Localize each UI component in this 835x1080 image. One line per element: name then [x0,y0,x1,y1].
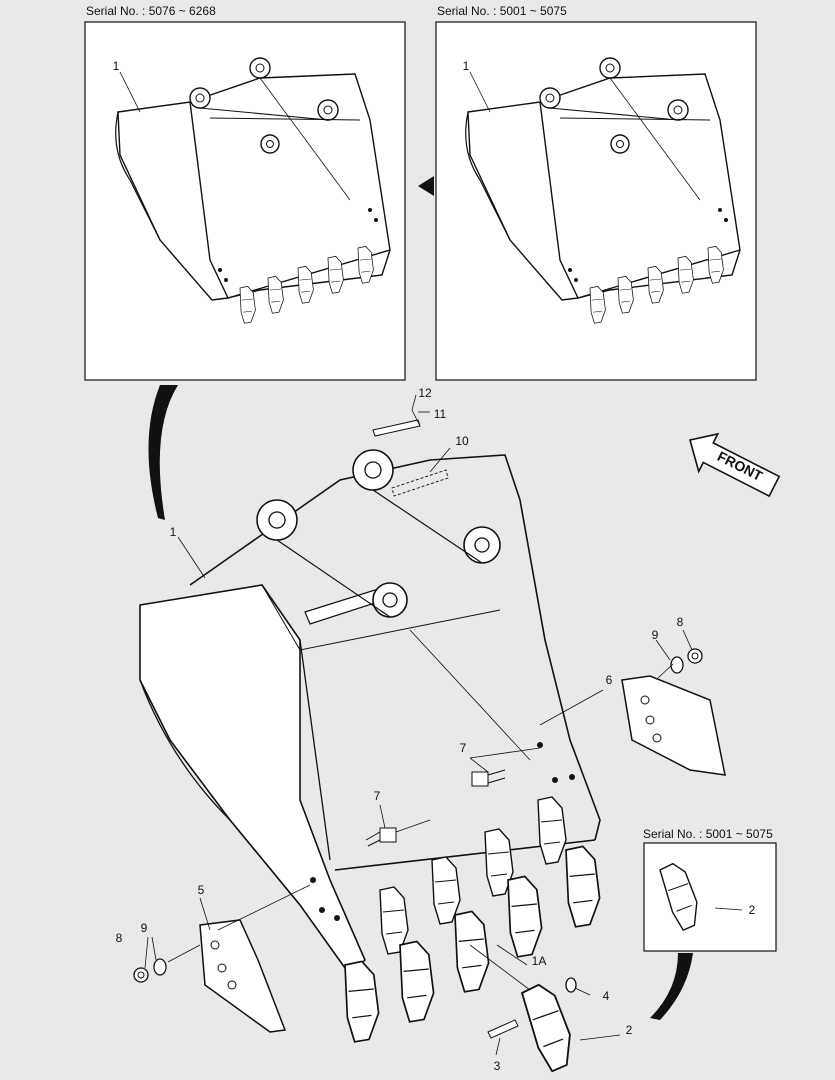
callout-tr-1: 1 [462,59,470,73]
callout-5: 5 [197,883,205,897]
front-arrow [689,432,781,498]
curve-arrow-inset [650,953,693,1020]
callout-tl-1: 1 [112,59,120,73]
washer-9-left [153,958,167,976]
serial-top-right: Serial No. : 5001 ~ 5075 [437,4,567,18]
callout-3: 3 [493,1059,501,1073]
nut-8-left [133,967,149,983]
callout-7-upper: 7 [459,741,467,755]
callout-7-lower: 7 [373,789,381,803]
lock-4 [565,977,577,993]
washer-9-right [670,656,684,674]
callout-inset-2: 2 [748,903,756,917]
inset-frame [643,842,777,952]
callout-8-left: 8 [115,931,123,945]
leader-tr-1 [469,71,491,113]
exploded-tooth-2 [520,979,579,1075]
callout-1A: 1A [531,954,547,968]
nut-8-right [687,648,703,664]
serial-inset: Serial No. : 5001 ~ 5075 [643,827,773,841]
leader-lines [144,394,743,1056]
main-bucket [139,419,601,1043]
top-right-frame [435,21,757,381]
callout-2: 2 [625,1023,633,1037]
serial-top-left: Serial No. : 5076 ~ 6268 [86,4,216,18]
callout-6: 6 [605,673,613,687]
left-pointer-arrow [418,176,434,196]
callout-1: 1 [169,525,177,539]
pin-3 [487,1019,519,1039]
top-left-frame [84,21,406,381]
callout-12: 12 [418,386,432,400]
leader-tl-1 [119,71,141,113]
callout-9-right: 9 [651,628,659,642]
bolt-7-lower [365,827,397,847]
side-cutter-right [621,675,726,776]
side-cutter-left [199,919,287,1033]
bolt-7-upper [471,769,506,787]
callout-11: 11 [433,407,447,421]
curve-arrow-top [148,385,178,520]
callout-8-right: 8 [676,615,684,629]
callout-10: 10 [455,434,469,448]
callout-9-left: 9 [140,921,148,935]
callout-4: 4 [602,989,610,1003]
